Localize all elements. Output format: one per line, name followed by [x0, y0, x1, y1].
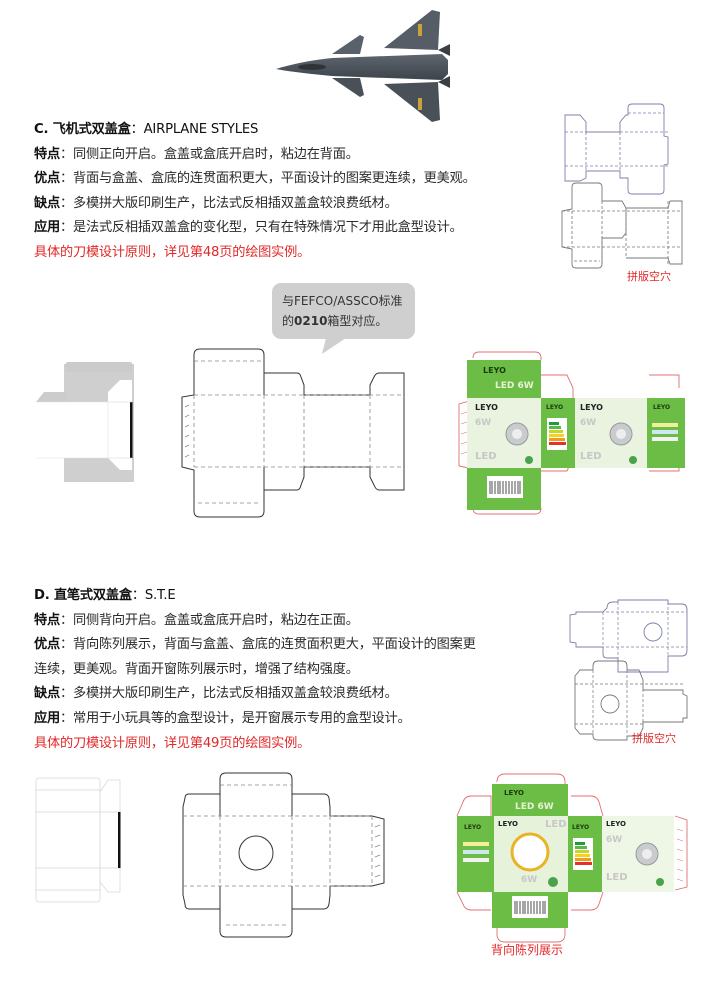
section-c-title: C. 飞机式双盖盒：AIRPLANE STYLES: [34, 122, 259, 137]
section-d-title: D. 直笔式双盖盒：S.T.E: [34, 588, 176, 603]
section-d-folded-box: [35, 777, 121, 903]
section-c-pros: 优点：背面与盒盖、盒底的连贯面积更大，平面设计的图案更连续，更美观。: [34, 171, 476, 187]
wattage-label: 6W: [475, 418, 492, 428]
fefco-note-bubble: 与FEFCO/ASSCO标准 的0210箱型对应。: [272, 283, 415, 339]
section-d-printed-box: LEYO LED 6W LEYO LEYO LED 6W LEYO LEYO 6…: [455, 772, 705, 972]
section-d-dieline: [182, 772, 385, 938]
section-c-text: C. 飞机式双盖盒：AIRPLANE STYLES 特点：同侧正向开启。盒盖或盒…: [34, 118, 476, 266]
section-c-dieline: [181, 348, 405, 518]
section-c-features: 特点：同侧正向开启。盒盖或盒底开启时，粘边在背面。: [34, 146, 359, 162]
led-label-d-back: LED: [606, 872, 628, 883]
section-d-cons: 缺点：多模拼大版印刷生产，比法式反相插双盖盒较浪费纸材。: [34, 686, 398, 702]
brand-label-d-front: LEYO: [498, 820, 519, 828]
led-label-back: LED: [580, 451, 602, 462]
brand-label-d-side2: LEYO: [572, 824, 590, 831]
product-label: LED 6W: [495, 381, 534, 391]
section-d-text: D. 直笔式双盖盒：S.T.E 特点：同侧背向开启。盒盖或盒底开启时，粘边在正面…: [34, 584, 476, 756]
brand-label: LEYO: [483, 366, 506, 375]
section-d-nesting-diagram: [569, 599, 688, 741]
section-c-printed-box: LEYO LED 6W LEYO 6W LED LEYO LEYO 6W LED…: [455, 348, 705, 518]
led-label: LED: [475, 451, 497, 462]
wattage-label-back: 6W: [580, 418, 597, 428]
section-d-pros: 优点：背向陈列展示，背面与盒盖、盒底的连贯面积更大，平面设计的图案更: [34, 637, 476, 653]
section-c-reference: 具体的刀模设计原则，详见第48页的绘图实例。: [34, 244, 311, 260]
section-d-features: 特点：同侧背向开启。盒盖或盒底开启时，粘边在正面。: [34, 612, 359, 628]
bubble-tail: [322, 338, 346, 354]
brand-label-d-side: LEYO: [464, 824, 482, 831]
brand-label-d-top: LEYO: [504, 789, 525, 797]
brand-label-back: LEYO: [580, 403, 603, 412]
section-c-printed-dieline: [458, 351, 685, 515]
display-caption: 背向陈列展示: [491, 943, 564, 957]
section-d-pros-cont: 连续，更美观。背面开窗陈列展示时，增强了结构强度。: [34, 661, 359, 677]
wattage-label-d-back: 6W: [606, 835, 623, 845]
section-d-layout-caption: 拼版空穴: [632, 732, 676, 745]
section-d-usage: 应用：常用于小玩具等的盒型设计，是开窗展示专用的盒型设计。: [34, 710, 411, 726]
section-d-reference: 具体的刀模设计原则，详见第49页的绘图实例。: [34, 735, 311, 751]
section-c-cons: 缺点：多模拼大版印刷生产，比法式反相插双盖盒较浪费纸材。: [34, 195, 398, 211]
brand-label-d-back: LEYO: [606, 820, 627, 828]
brand-label-front: LEYO: [475, 403, 498, 412]
section-c-layout-caption: 拼版空穴: [627, 270, 671, 283]
product-label-d: LED 6W: [515, 802, 554, 812]
section-c-folded-box: [36, 362, 134, 482]
section-c-nesting-diagram: [561, 103, 683, 269]
section-d-printed-dieline: [456, 773, 688, 943]
section-c-usage: 应用：是法式反相插双盖盒的变化型，只有在特殊情况下才用此盒型设计。: [34, 220, 463, 236]
led-label-d-front: LED: [545, 819, 567, 830]
fighter-jet-image: [276, 10, 450, 122]
brand-label-side2: LEYO: [653, 404, 671, 411]
brand-label-side: LEYO: [546, 404, 564, 411]
wattage-label-d-front: 6W: [521, 875, 538, 885]
